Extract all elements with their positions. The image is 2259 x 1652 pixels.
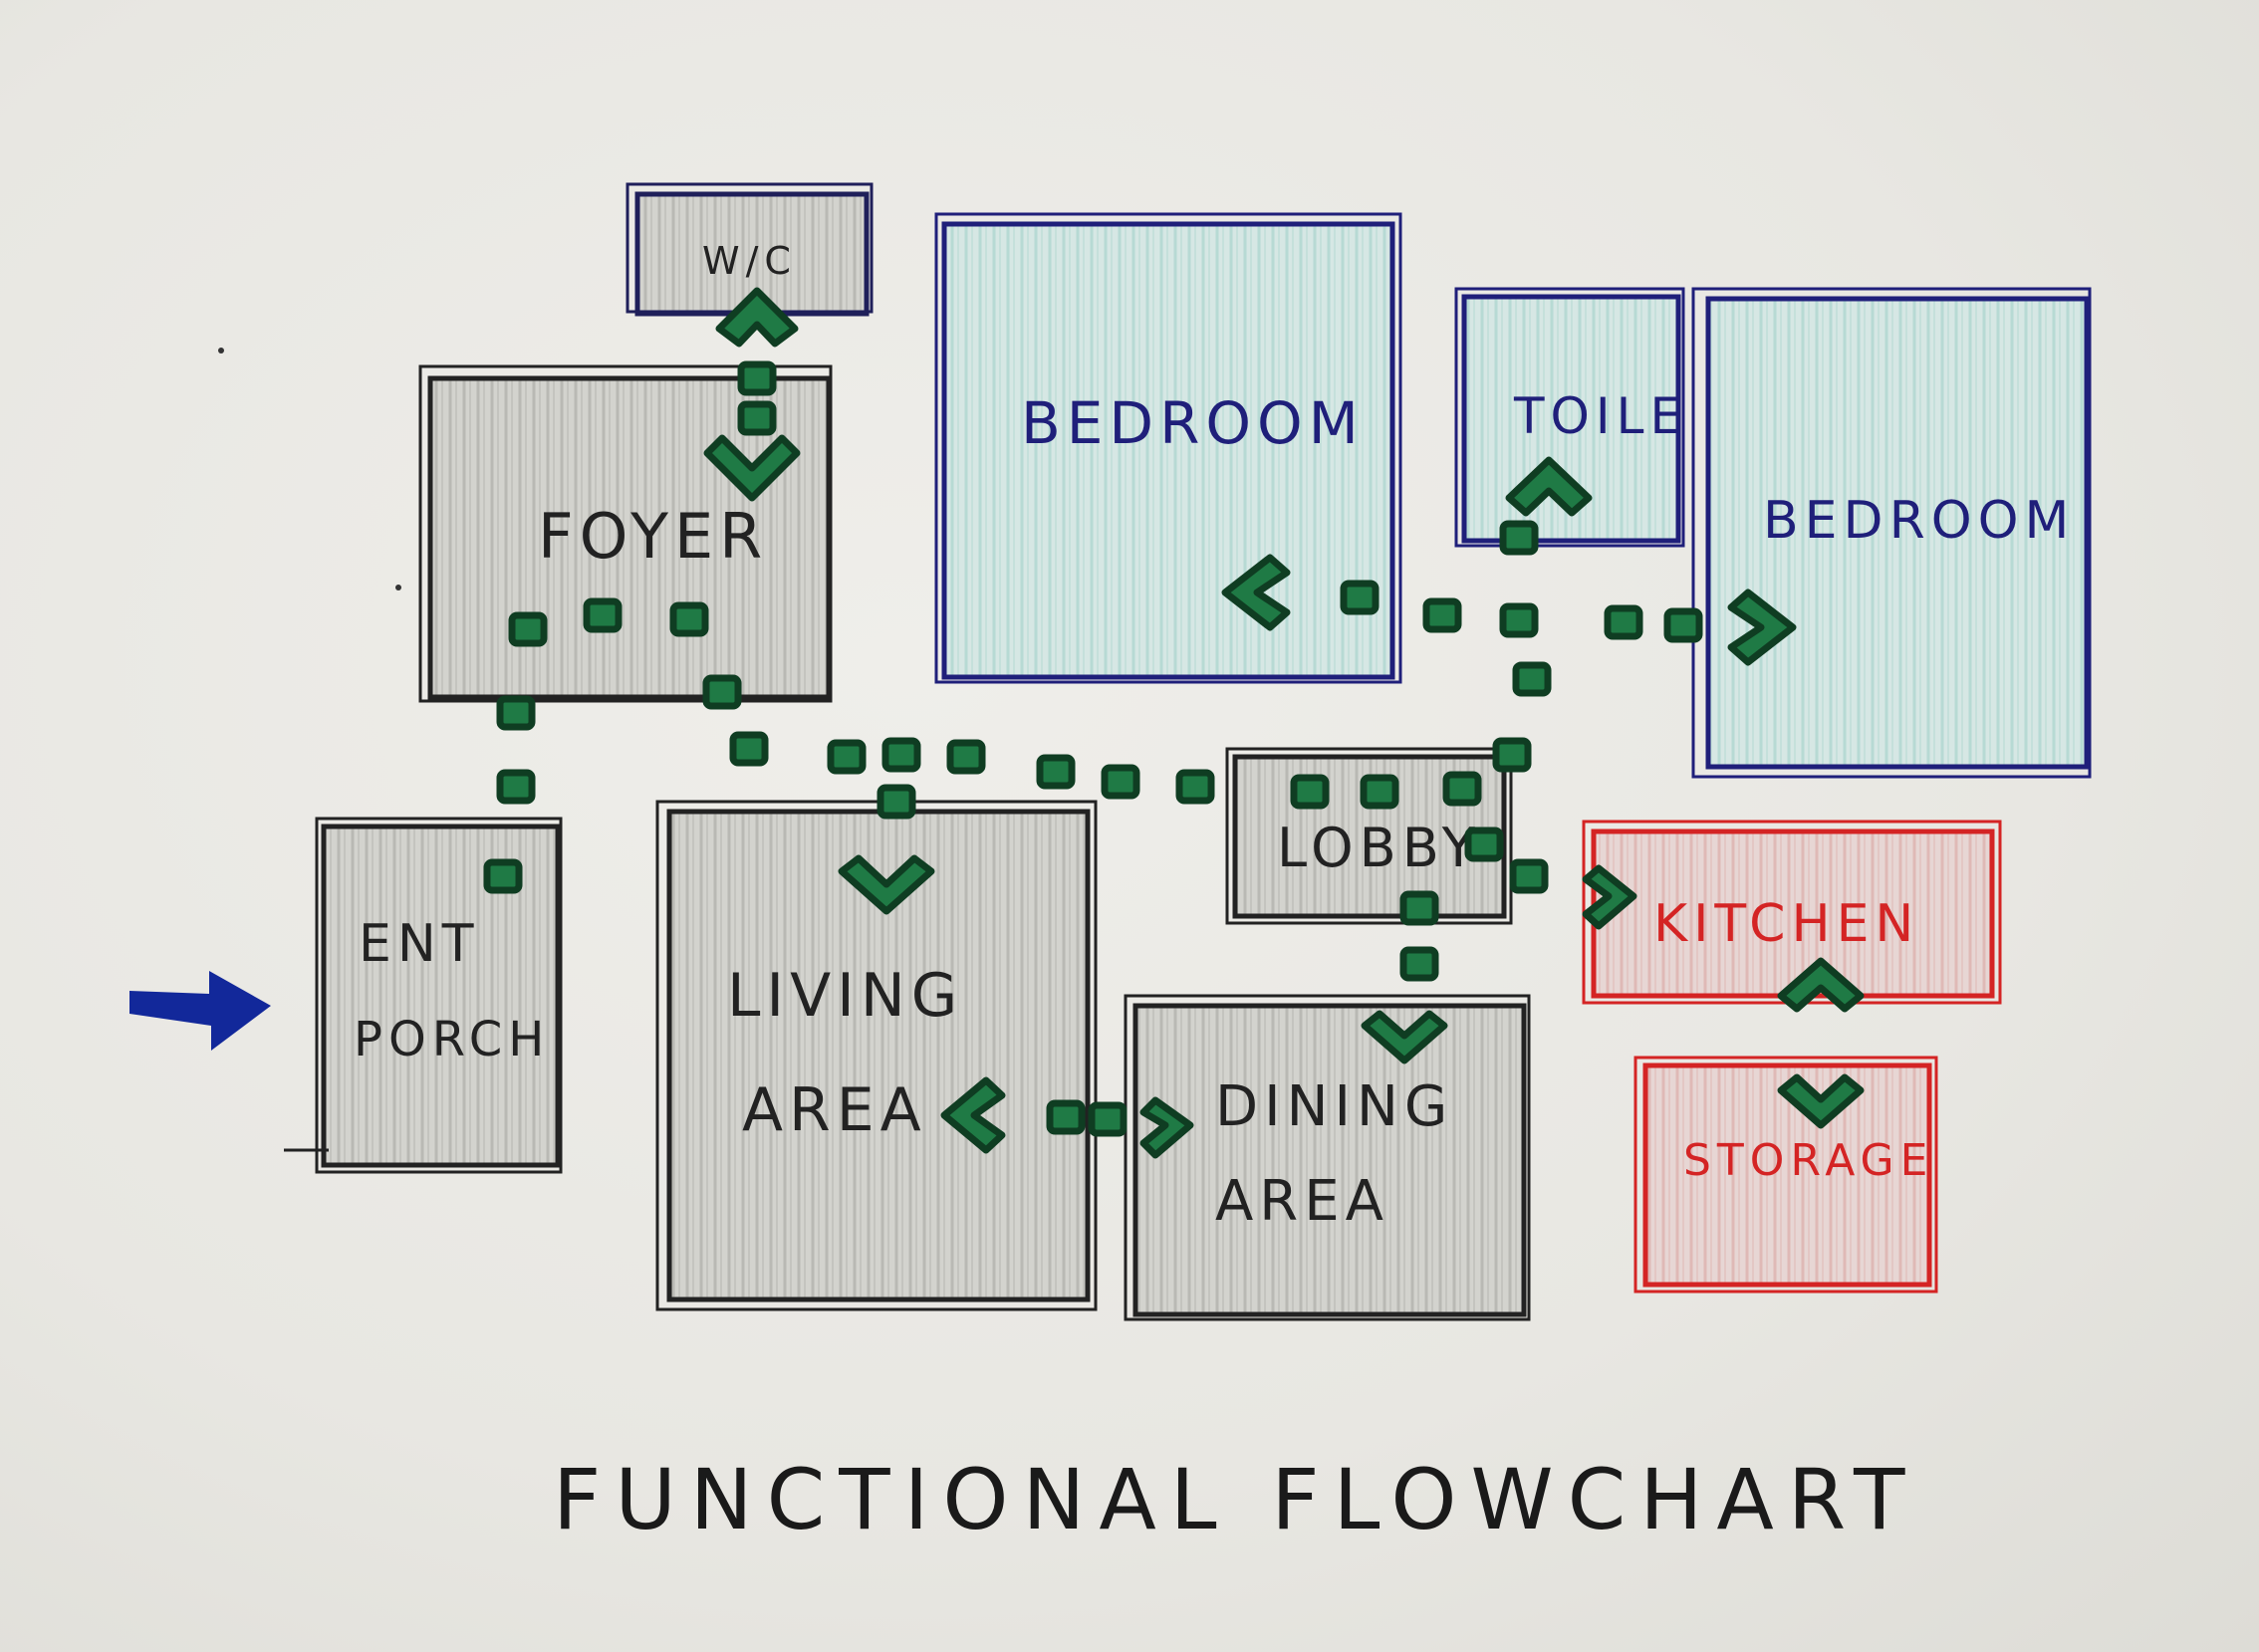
entry-arrow-icon <box>129 971 271 1051</box>
path-dot <box>1088 1101 1128 1137</box>
path-dot <box>1101 764 1140 800</box>
path-dot <box>1604 604 1643 640</box>
path-dot <box>1509 858 1549 894</box>
path-dot <box>1046 1099 1086 1135</box>
room-label-living-line2: AREA <box>742 1075 927 1145</box>
room-label-bedroom-1: BEDROOM <box>1021 389 1365 457</box>
arrowhead-down-foyer <box>703 434 801 502</box>
path-dot <box>827 739 867 775</box>
diagram-title: FUNCTIONAL FLOWCHART <box>553 1451 1918 1548</box>
room-kitchen: KITCHEN <box>1582 820 2002 1005</box>
path-dot <box>1340 580 1380 615</box>
arrowhead-up-wc <box>715 287 799 348</box>
arrowhead-down-storage <box>1777 1073 1865 1129</box>
room-entrance-porch: ENT PORCH <box>284 817 563 1174</box>
room-label-ent-porch-line2: PORCH <box>354 1012 550 1067</box>
path-dot <box>1442 771 1482 807</box>
room-label-dining-line2: AREA <box>1215 1169 1389 1234</box>
room-label-living-line1: LIVING <box>727 961 963 1031</box>
path-dot <box>1499 520 1539 556</box>
path-dot <box>1175 769 1215 805</box>
path-dot <box>1399 890 1439 926</box>
path-dot <box>483 858 523 894</box>
path-dot <box>1036 754 1076 790</box>
room-label-kitchen: KITCHEN <box>1653 894 1919 954</box>
stray-dot <box>395 585 401 590</box>
room-dining-area: DINING AREA <box>1124 994 1531 1321</box>
path-dot <box>1663 607 1703 643</box>
room-label-toilet: TOILE <box>1513 387 1687 445</box>
path-dot <box>877 784 916 820</box>
path-dot <box>1290 774 1330 810</box>
path-dot <box>496 695 536 731</box>
arrowhead-down-living <box>838 854 935 915</box>
room-label-bedroom-2: BEDROOM <box>1763 491 2075 551</box>
room-label-storage: STORAGE <box>1683 1135 1933 1186</box>
arrowhead-left-living-area <box>940 1076 1006 1154</box>
path-dot <box>729 731 769 767</box>
path-dot <box>1464 826 1504 862</box>
path-dot <box>1422 597 1462 633</box>
path-dot <box>737 400 777 436</box>
path-dot <box>1499 602 1539 638</box>
path-dot <box>881 737 921 773</box>
arrowhead-right-kitchen <box>1582 864 1637 930</box>
room-bedroom-1: BEDROOM <box>934 212 1402 684</box>
room-label-wc: W/C <box>702 239 797 283</box>
stray-dot <box>218 348 224 354</box>
path-dot <box>1512 661 1552 697</box>
path-dot <box>496 769 536 805</box>
room-toilet: TOILE <box>1454 287 1687 548</box>
path-dot <box>1399 946 1439 982</box>
arrowhead-up-toilet <box>1505 456 1593 517</box>
room-label-ent-porch-line1: ENT <box>359 914 480 974</box>
room-label-dining-line1: DINING <box>1215 1074 1453 1139</box>
room-label-foyer: FOYER <box>538 500 768 573</box>
room-bedroom-2: BEDROOM <box>1691 287 2092 779</box>
path-dot <box>583 597 623 633</box>
path-dot <box>737 360 777 396</box>
circulation-arrowheads <box>703 287 1865 1159</box>
path-dot <box>669 601 709 637</box>
entry-arrow <box>129 971 271 1051</box>
path-dot <box>508 611 548 647</box>
arrowhead-right-dining-area <box>1139 1096 1194 1159</box>
path-dot <box>702 674 742 710</box>
path-dot <box>1492 737 1532 773</box>
room-storage: STORAGE <box>1633 1056 1938 1294</box>
arrowhead-up-kitchen <box>1777 957 1865 1013</box>
room-label-lobby: LOBBY <box>1277 817 1481 879</box>
arrowhead-right-bedroom-2 <box>1727 589 1797 666</box>
path-dot <box>946 739 986 775</box>
circulation-path <box>483 360 1703 1137</box>
arrowhead-down-dining <box>1361 1010 1448 1064</box>
path-dot <box>1360 774 1399 810</box>
arrowhead-left-bedroom-1 <box>1221 554 1291 631</box>
room-wc: W/C <box>626 182 874 317</box>
